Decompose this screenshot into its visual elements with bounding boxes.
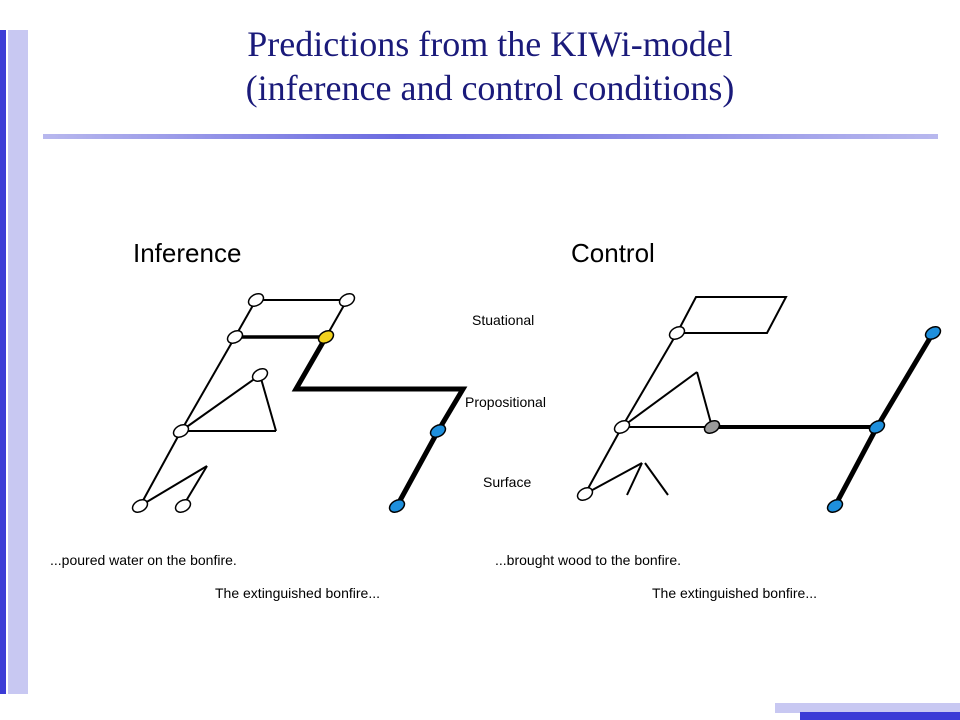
- control-edge-surface-top: [584, 462, 643, 495]
- level-label-propositional: Propositional: [465, 394, 546, 410]
- slide-title: Predictions from the KIWi-model (inferen…: [100, 22, 880, 110]
- control-node-s1: [668, 326, 686, 340]
- control-edge-prop-upper: [621, 371, 698, 428]
- control-nodes: [576, 326, 942, 513]
- control-node-w1: [576, 487, 594, 501]
- control-node-p1: [613, 420, 631, 434]
- inference-node-p3-active: [429, 424, 447, 438]
- inference-node-s4-highlighted: [317, 330, 335, 344]
- inference-node-s1: [247, 293, 265, 307]
- inference-panel: Inference ...poured wat: [50, 238, 468, 601]
- control-edges: [584, 296, 788, 496]
- title-divider: [43, 134, 938, 139]
- bottom-right-accent-dark: [800, 712, 960, 720]
- control-activation-upper: [874, 331, 936, 429]
- inference-edge-surface-left: [139, 430, 182, 507]
- inference-edge-prop-upper: [180, 374, 261, 432]
- control-activation-lower: [832, 425, 880, 508]
- control-node-p2-gray: [703, 420, 721, 434]
- bottom-right-accent-light: [775, 703, 960, 713]
- control-edge-prop-side: [696, 371, 713, 428]
- control-caption-target: The extinguished bonfire...: [652, 585, 817, 601]
- inference-edge-surface-top: [139, 465, 208, 507]
- inference-caption-context: ...poured water on the bonfire.: [50, 552, 237, 568]
- control-edge-trunk: [621, 332, 678, 428]
- slide-title-line-2: (inference and control conditions): [245, 68, 735, 108]
- control-edge-surface-stem-left: [626, 462, 643, 496]
- inference-edges: [139, 299, 348, 507]
- control-edge-surface-stem-right: [644, 462, 669, 496]
- control-node-p3-active: [868, 420, 886, 434]
- inference-node-s2: [338, 293, 356, 307]
- inference-node-p1: [251, 368, 269, 382]
- inference-node-s3: [226, 330, 244, 344]
- level-label-surface: Surface: [483, 474, 531, 490]
- inference-node-w3-active: [388, 499, 406, 513]
- inference-node-w2: [174, 499, 192, 513]
- control-edge-surface-left: [584, 426, 623, 495]
- control-node-w2-active: [826, 499, 844, 513]
- inference-node-p2: [172, 424, 190, 438]
- inference-node-w1: [131, 499, 149, 513]
- inference-edge-prop-side: [259, 374, 277, 432]
- inference-caption-target: The extinguished bonfire...: [215, 585, 380, 601]
- control-caption-context: ...brought wood to the bonfire.: [495, 552, 681, 568]
- control-panel: Control ...brought wood to the bonfire. …: [495, 238, 942, 601]
- left-accent-bar-light: [8, 30, 28, 694]
- inference-nodes: [131, 293, 447, 513]
- control-node-s2-active: [924, 326, 942, 340]
- inference-title: Inference: [133, 238, 241, 268]
- inference-activation-path: [291, 335, 468, 508]
- level-label-situational: Stuational: [472, 312, 534, 328]
- slide-title-line-1: Predictions from the KIWi-model: [247, 24, 733, 64]
- inference-edge-trunk: [180, 336, 236, 432]
- control-title: Control: [571, 238, 655, 268]
- control-situational-frame: [675, 296, 788, 334]
- left-accent-bar-dark: [0, 30, 6, 694]
